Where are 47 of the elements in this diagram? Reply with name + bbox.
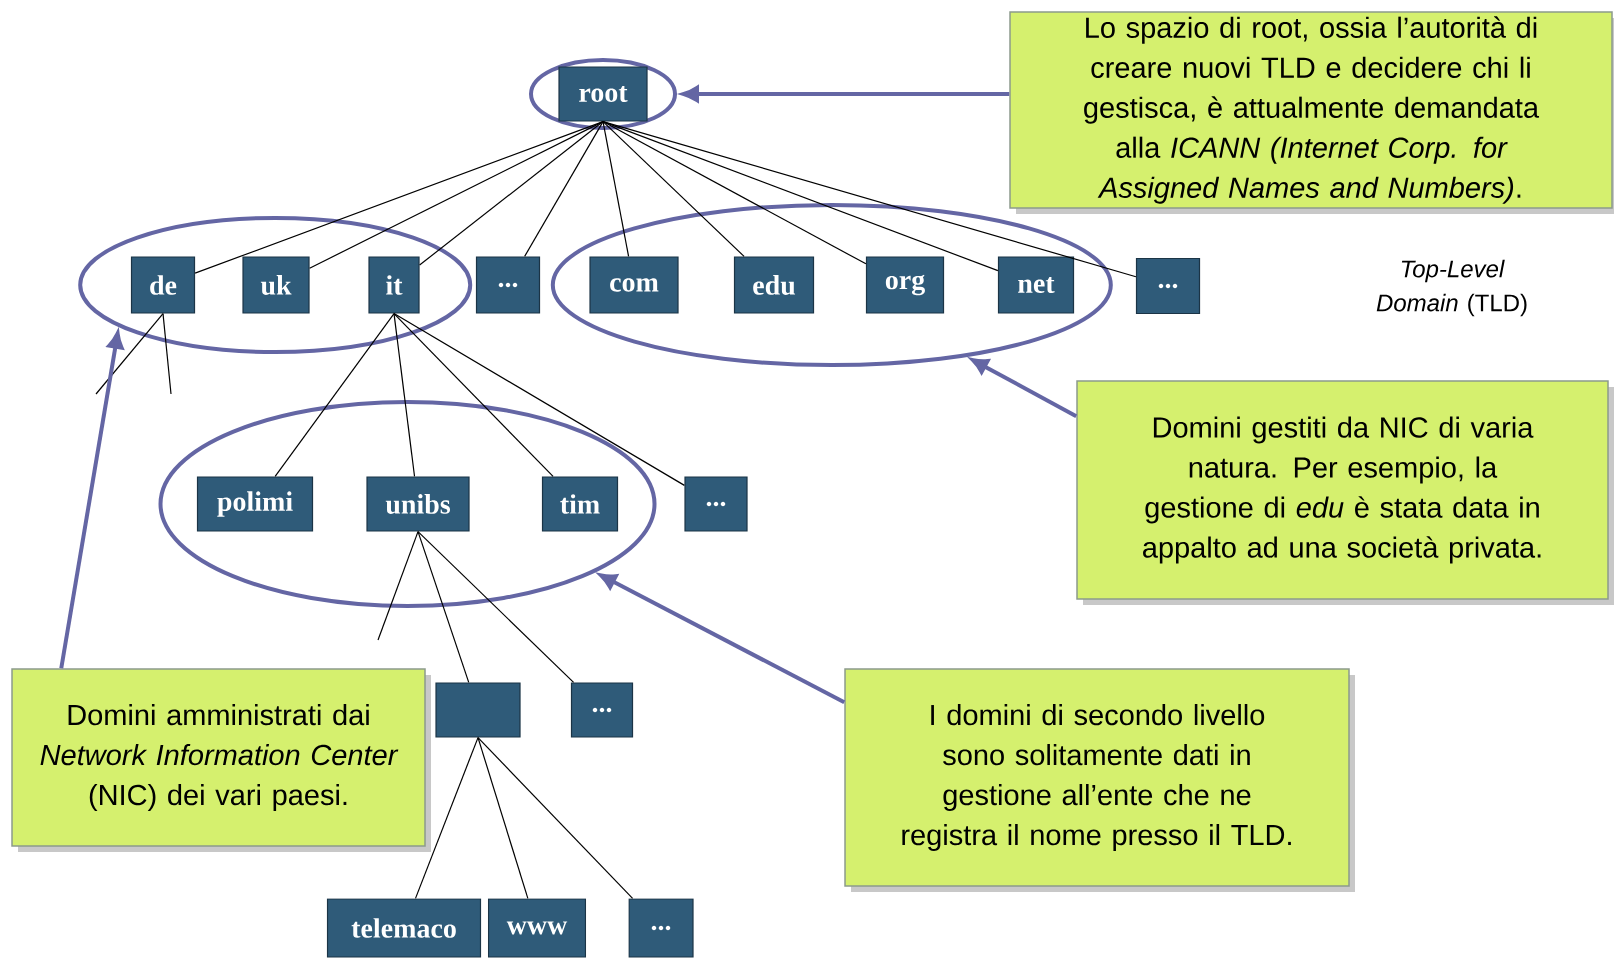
domain-box: polimi bbox=[196, 476, 314, 532]
domain-box: ... bbox=[628, 898, 694, 958]
callout-box: Domini amministrati dai Network Information Center (NIC) dei vari paesi. bbox=[11, 668, 431, 852]
domain-box: root bbox=[558, 66, 648, 122]
domain-box: unibs bbox=[366, 476, 470, 532]
connector-line bbox=[393, 313, 554, 477]
group-ellipse bbox=[78, 216, 473, 354]
domain-box: ... bbox=[1135, 257, 1201, 315]
domain-box bbox=[435, 682, 521, 738]
group-ellipse bbox=[529, 58, 677, 130]
connector-line bbox=[274, 313, 395, 477]
connector-line bbox=[419, 121, 604, 266]
domain-box: ... bbox=[475, 256, 541, 314]
domain-box: www bbox=[487, 898, 587, 958]
group-ellipse bbox=[158, 400, 657, 608]
group-ellipse bbox=[550, 203, 1113, 367]
connector-line bbox=[477, 737, 634, 899]
domain-box: tim bbox=[541, 476, 619, 532]
callout-box: Lo spazio di root, ossia l’autorità di creare nuovi TLD e decidere chi li gestisca, è attualmente demandata alla ICANN (Internet Corp. for Assigned Names and Numbers). bbox=[1009, 11, 1614, 214]
callout-box: Domini gestiti da NIC di varia natura. Per esempio, la gestione di edu è stata data in appalto ad una società privata. bbox=[1076, 380, 1614, 605]
connector-line bbox=[393, 313, 416, 477]
connector-line bbox=[602, 121, 867, 265]
connector-line bbox=[524, 121, 604, 257]
connector-line bbox=[602, 121, 745, 257]
connector-line bbox=[377, 531, 419, 641]
connector-line bbox=[477, 737, 529, 899]
domain-box: de bbox=[130, 256, 196, 314]
callout-box: I domini di secondo livello sono solitamente dati in gestione all’ente che ne registra il nome presso il TLD. bbox=[844, 668, 1355, 892]
connector-line bbox=[602, 121, 1137, 278]
connector-line bbox=[417, 531, 470, 683]
connector-line bbox=[414, 737, 479, 899]
connector-line bbox=[393, 313, 685, 486]
domain-box: ... bbox=[684, 476, 748, 532]
level-label: Top-Level Domain (TLD) bbox=[1376, 259, 1527, 317]
domain-box: edu bbox=[733, 256, 815, 314]
domain-box: telemaco bbox=[326, 898, 482, 958]
domain-box: it bbox=[368, 256, 420, 314]
domain-box: uk bbox=[242, 256, 310, 314]
connector-line bbox=[417, 531, 575, 683]
connector-line bbox=[194, 121, 604, 274]
connector-line bbox=[309, 121, 604, 269]
domain-box: org bbox=[865, 256, 945, 314]
domain-box: com bbox=[589, 256, 679, 314]
connector-line bbox=[602, 121, 630, 257]
domain-box: net bbox=[997, 256, 1075, 314]
connector-line bbox=[162, 313, 172, 395]
domain-box: ... bbox=[570, 682, 634, 738]
